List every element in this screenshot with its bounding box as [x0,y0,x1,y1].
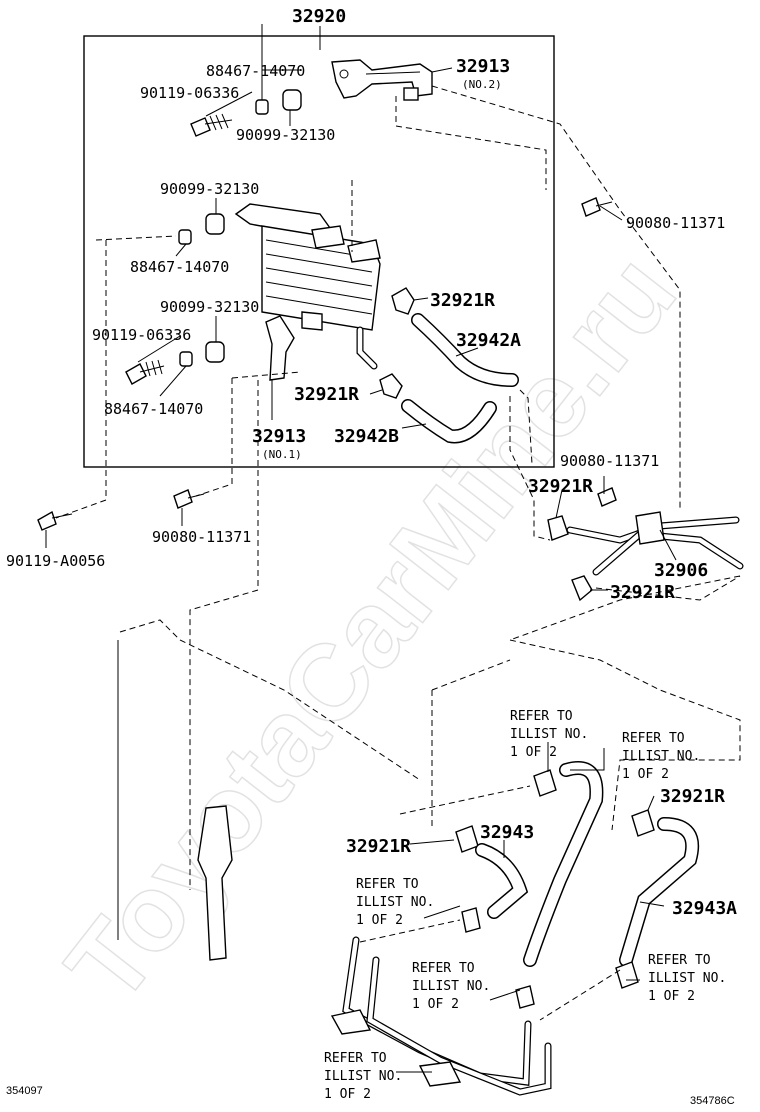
label-32913-no1: 32913 [252,426,306,447]
label-32943A: 32943A [672,898,737,919]
label-32921R-b: 32921R [294,384,359,405]
bracket-no2 [331,59,433,101]
pipe-32906 [547,511,744,602]
label-90080-11371-mid: 90080-11371 [560,452,659,470]
label-32942A: 32942A [456,330,521,351]
label-32921R-d: 32921R [610,582,675,603]
dashed-leaders [55,85,741,1021]
figure-code-right: 354786C [690,1095,735,1107]
refer-note-1: REFER TO ILLIST NO. 1 OF 2 [510,709,588,760]
hose-clamp-a [391,287,415,315]
svg-text:REFER TO: REFER TO [356,877,419,892]
label-90080-11371-left: 90080-11371 [152,528,251,546]
label-32921R-c: 32921R [528,476,593,497]
label-32921R-e: 32921R [660,786,725,807]
refer-note-5: REFER TO ILLIST NO. 1 OF 2 [648,953,726,1004]
refer-note-2: REFER TO ILLIST NO. 1 OF 2 [622,731,700,782]
label-32906: 32906 [654,560,708,581]
svg-text:1 OF 2: 1 OF 2 [412,997,459,1012]
figure-code-left: 354097 [6,1085,43,1097]
label-32942B: 32942B [334,426,399,447]
label-32913-no1-sub: (NO.1) [262,448,302,461]
svg-text:1 OF 2: 1 OF 2 [324,1087,371,1102]
svg-text:ILLIST NO.: ILLIST NO. [510,727,588,742]
label-32913-no2: 32913 [456,56,510,77]
top-fastener-group [190,89,302,137]
refer-note-4: REFER TO ILLIST NO. 1 OF 2 [412,961,490,1012]
svg-text:REFER TO: REFER TO [324,1051,387,1066]
leader-lines [45,24,677,1073]
bolt-90080-right [581,197,613,217]
bolt-90080-left [173,489,205,509]
refer-note-6: REFER TO ILLIST NO. 1 OF 2 [324,1051,402,1102]
oil-cooler [234,203,381,370]
label-90119-06336-top: 90119-06336 [140,84,239,102]
assembly-frame [83,26,555,468]
svg-text:REFER TO: REFER TO [510,709,573,724]
svg-text:ILLIST NO.: ILLIST NO. [356,895,434,910]
label-90119-A0056: 90119-A0056 [6,552,105,570]
svg-text:REFER TO: REFER TO [622,731,685,746]
label-90080-11371-right: 90080-11371 [626,214,725,232]
radiator-side-bracket [117,640,233,961]
label-90119-06336-low: 90119-06336 [92,326,191,344]
hose-32942A [411,313,519,387]
svg-text:1 OF 2: 1 OF 2 [648,989,695,1004]
label-32921R-f: 32921R [346,836,411,857]
label-32943: 32943 [480,822,534,843]
lower-hose-assembly [330,761,700,1096]
refer-note-3: REFER TO ILLIST NO. 1 OF 2 [356,877,434,928]
label-90099-32130-top: 90099-32130 [236,126,335,144]
assembly-part-number: 32920 [292,6,346,27]
svg-text:1 OF 2: 1 OF 2 [510,745,557,760]
label-88467-14070-top: 88467-14070 [206,62,305,80]
svg-text:1 OF 2: 1 OF 2 [356,913,403,928]
svg-text:ILLIST NO.: ILLIST NO. [324,1069,402,1084]
svg-text:ILLIST NO.: ILLIST NO. [622,749,700,764]
svg-text:REFER TO: REFER TO [412,961,475,976]
bracket-no1 [265,315,295,381]
label-32921R-a: 32921R [430,290,495,311]
svg-text:REFER TO: REFER TO [648,953,711,968]
bolt-90119-A0056 [37,510,73,531]
label-88467-14070-mid: 88467-14070 [130,258,229,276]
label-90099-32130-low: 90099-32130 [160,298,259,316]
svg-text:ILLIST NO.: ILLIST NO. [648,971,726,986]
hose-32942B [401,399,497,444]
mid-fastener-group [125,213,225,385]
label-88467-14070-low: 88467-14070 [104,400,203,418]
label-90099-32130-mid: 90099-32130 [160,180,259,198]
hose-clamp-b [379,373,403,399]
bolt-90080-mid [597,487,617,507]
svg-text:1 OF 2: 1 OF 2 [622,767,669,782]
svg-text:ILLIST NO.: ILLIST NO. [412,979,490,994]
label-32913-no2-sub: (NO.2) [462,78,502,91]
